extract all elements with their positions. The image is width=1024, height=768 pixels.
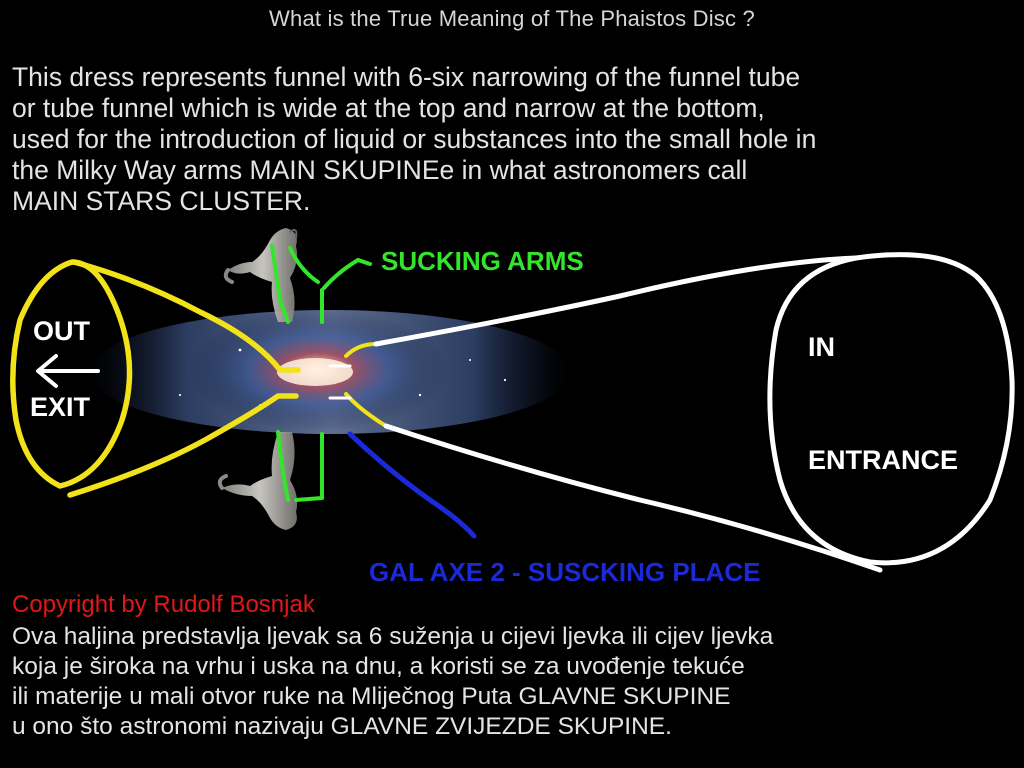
sucking-arms-lines	[270, 244, 372, 502]
copyright-text: Copyright by Rudolf Bosnjak	[12, 591, 315, 618]
exit-label: EXIT	[30, 392, 91, 422]
entrance-label: ENTRANCE	[808, 445, 959, 475]
exit-funnel-outline	[10, 259, 301, 498]
gal-axe-label: GAL AXE 2 - SUSCKING PLACE	[369, 557, 761, 587]
page-title: What is the True Meaning of The Phaistos…	[269, 6, 755, 31]
arrow-left-icon	[36, 354, 100, 388]
gal-axe-line	[347, 431, 477, 539]
sucking-arms-label: SUCKING ARMS	[381, 246, 584, 276]
out-label: OUT	[33, 316, 90, 346]
translation-paragraph: Ova haljina predstavlja ljevak sa 6 suže…	[12, 623, 774, 740]
in-label: IN	[808, 332, 835, 362]
figure-bottom-image	[217, 432, 298, 530]
figure-top-image	[223, 228, 298, 322]
core-inner-marks	[328, 342, 388, 428]
entrance-funnel-outline	[373, 252, 1015, 573]
galaxy-image	[90, 308, 570, 434]
intro-paragraph: This dress represents funnel with 6-six …	[12, 62, 817, 216]
